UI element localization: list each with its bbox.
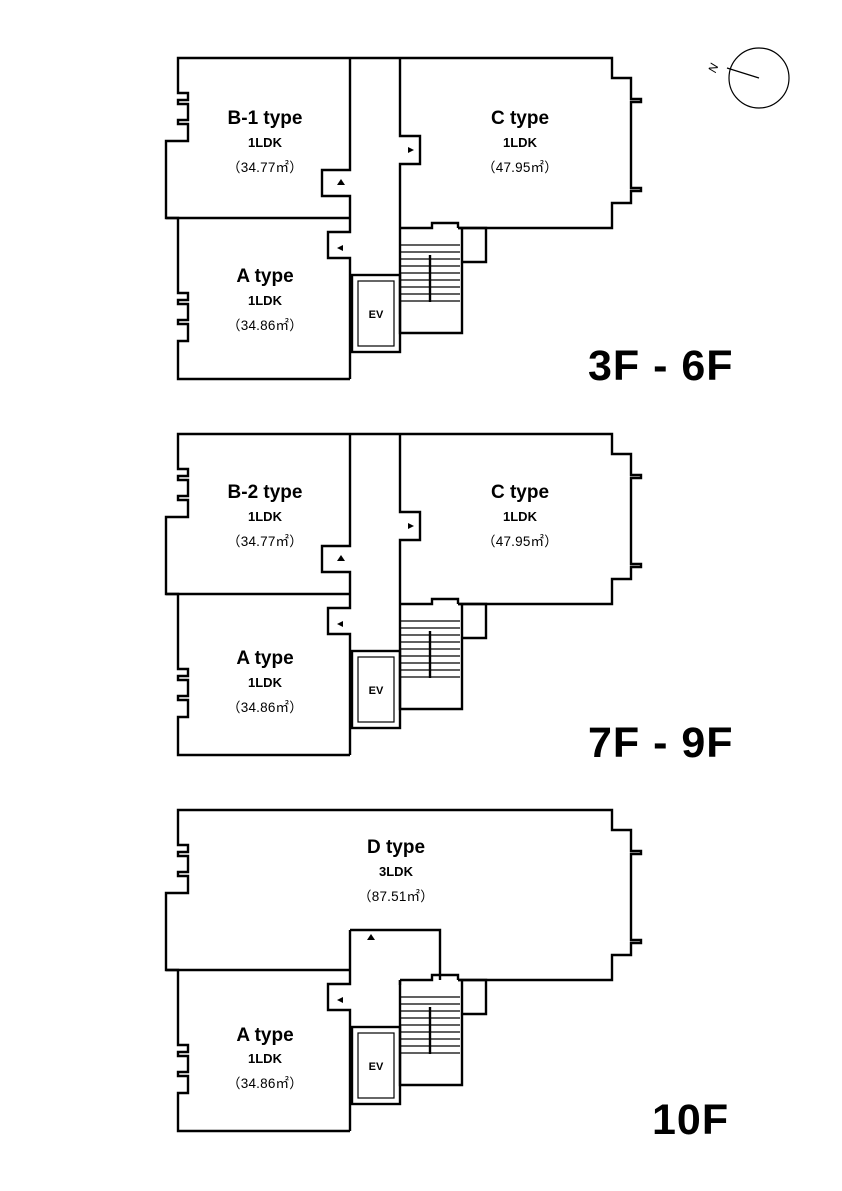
unit-layout: 3LDK xyxy=(379,864,413,879)
floor-plan-7f-9f xyxy=(164,432,643,757)
elevator-label: EV xyxy=(368,309,384,321)
unit-type: C type xyxy=(490,108,550,129)
unit-type: A type xyxy=(236,266,294,287)
unit-type: D type xyxy=(366,837,426,858)
unit-area: （34.77㎡） xyxy=(227,160,303,175)
unit-area: （47.95㎡） xyxy=(482,534,558,549)
floor-plan-10f xyxy=(164,808,643,1133)
floor-plan-3f-6f xyxy=(164,56,643,381)
elevator-label: EV xyxy=(368,1061,384,1073)
unit-layout: 1LDK xyxy=(248,1051,282,1066)
c-unit-wall xyxy=(400,56,643,230)
unit-area: （34.77㎡） xyxy=(227,534,303,549)
corridor-wall-left xyxy=(320,58,352,379)
unit-type: A type xyxy=(236,648,294,669)
unit-area: （34.86㎡） xyxy=(227,1076,303,1091)
elevator-shaft xyxy=(350,273,402,354)
corridor-wall-right xyxy=(398,58,422,228)
unit-type: C type xyxy=(490,482,550,503)
unit-layout: 1LDK xyxy=(248,135,282,150)
unit-area: （34.86㎡） xyxy=(227,700,303,715)
floor-label: 3F - 6F xyxy=(588,342,734,390)
unit-layout: 1LDK xyxy=(503,509,537,524)
unit-type: B-2 type xyxy=(227,482,303,503)
unit-layout: 1LDK xyxy=(248,509,282,524)
unit-type: B-1 type xyxy=(227,108,303,129)
stair-treads xyxy=(400,244,460,302)
unit-layout: 1LDK xyxy=(503,135,537,150)
unit-layout: 1LDK xyxy=(248,675,282,690)
floor-label: 7F - 9F xyxy=(588,719,734,767)
unit-area: （34.86㎡） xyxy=(227,318,303,333)
compass-icon xyxy=(726,47,790,109)
unit-area: （87.51㎡） xyxy=(358,889,434,904)
floor-label: 10F xyxy=(652,1096,730,1144)
unit-type: A type xyxy=(236,1025,294,1046)
elevator-label: EV xyxy=(368,685,384,697)
unit-area: （47.95㎡） xyxy=(482,160,558,175)
unit-layout: 1LDK xyxy=(248,293,282,308)
